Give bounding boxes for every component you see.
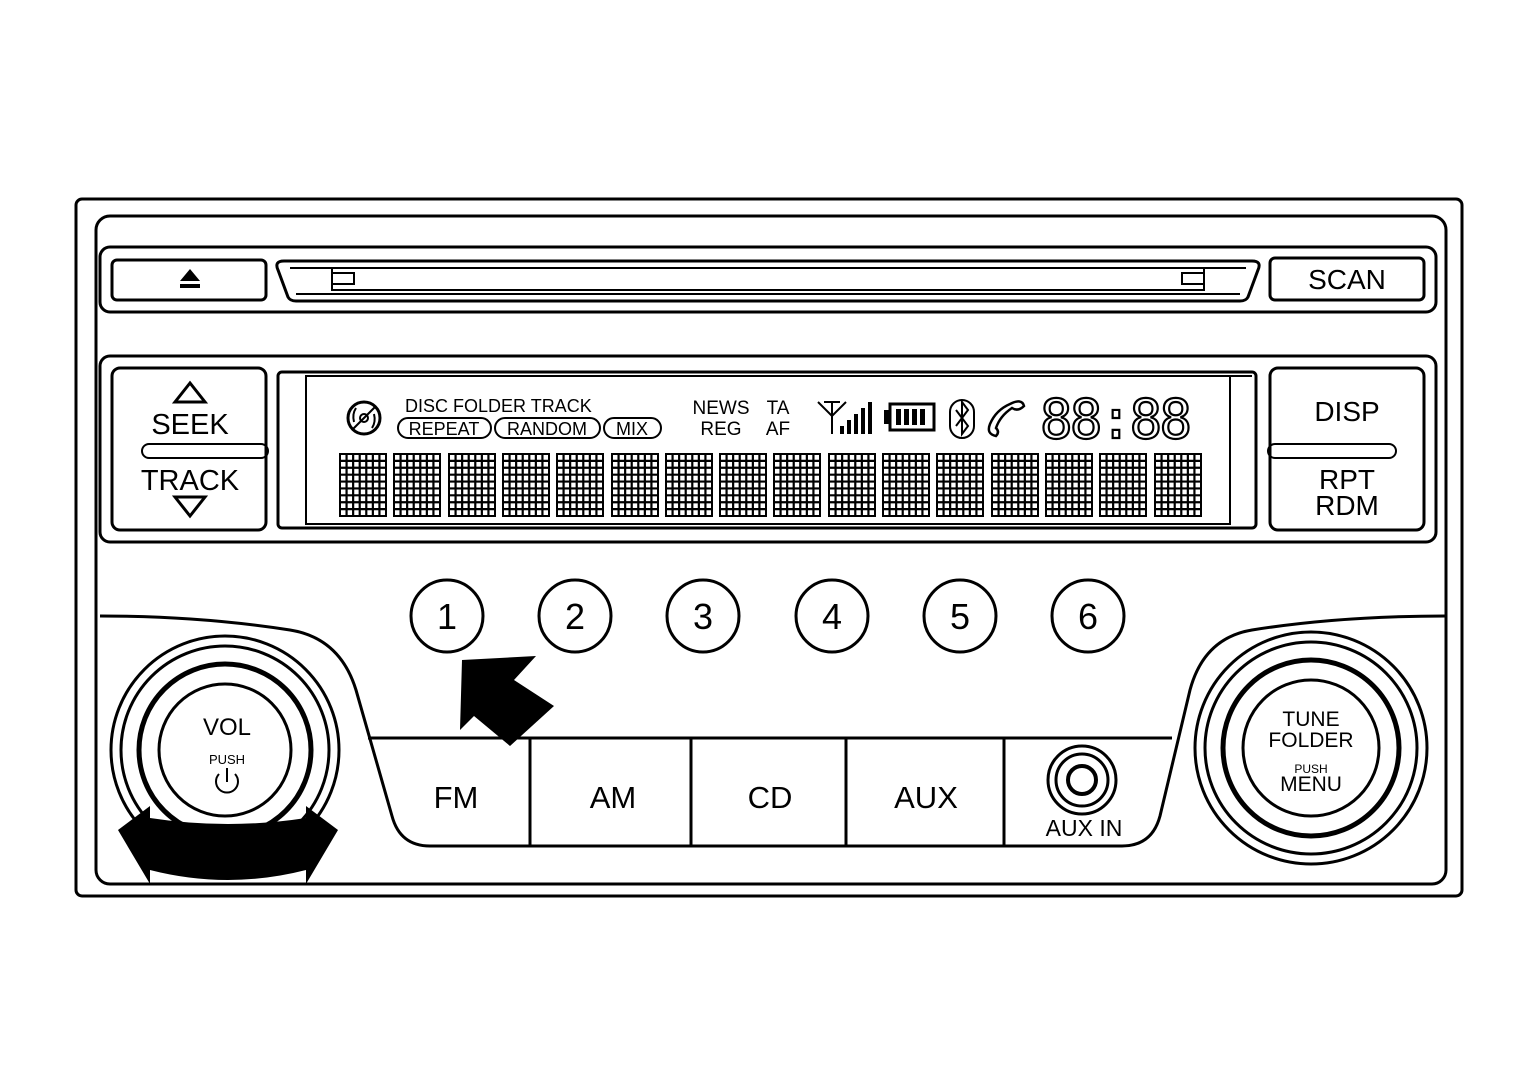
disp-label: DISP [1314, 396, 1379, 427]
source-label: FM [434, 780, 479, 815]
rpt-label: RPT [1319, 464, 1375, 495]
preset-label: 4 [822, 596, 842, 637]
eject-icon [180, 269, 200, 288]
scan-button[interactable]: SCAN [1268, 256, 1426, 302]
rdm-label: RDM [1315, 490, 1379, 521]
callout-arrow-icon [460, 656, 554, 746]
matrix-cell [665, 453, 713, 517]
matrix-cell [611, 453, 659, 517]
aux-in-jack[interactable]: AUX IN [1046, 744, 1123, 841]
volume-rotate-arrow-icon [118, 806, 338, 884]
matrix-cell [502, 453, 550, 517]
phone-icon [987, 400, 1026, 438]
matrix-cell [991, 453, 1039, 517]
disc-folder-track-label: DISC FOLDER TRACK [405, 396, 592, 416]
svg-text:RANDOM: RANDOM [507, 419, 587, 439]
scan-label: SCAN [1308, 264, 1386, 295]
inner-bezel [94, 214, 1448, 886]
menu-label: MENU [1280, 773, 1342, 796]
outer-bezel [74, 197, 1464, 898]
cd-slot[interactable] [275, 259, 1261, 303]
af-indicator: AF [766, 419, 790, 440]
matrix-cell [556, 453, 604, 517]
preset-button-1[interactable]: 1 [409, 578, 485, 654]
preset-label: 1 [437, 596, 457, 637]
seek-track-rocker[interactable]: SEEK TRACK [110, 366, 269, 532]
preset-button-5[interactable]: 5 [922, 578, 998, 654]
track-label: TRACK [141, 465, 240, 497]
random-indicator: RANDOM [494, 417, 601, 439]
svg-text:REPEAT: REPEAT [409, 419, 480, 439]
matrix-cell [339, 453, 387, 517]
lower-panel-outline [99, 614, 1447, 848]
vol-label: VOL [203, 714, 251, 741]
matrix-cell [448, 453, 496, 517]
seek-up-arrow-icon [171, 380, 209, 404]
antenna-signal-icon [817, 401, 872, 434]
matrix-cell [1045, 453, 1093, 517]
track-down-arrow-icon [171, 495, 209, 519]
matrix-cell [773, 453, 821, 517]
source-label: AUX [894, 780, 958, 815]
disc-icon [346, 400, 382, 436]
matrix-cell [1099, 453, 1147, 517]
tune-label: TUNE [1282, 708, 1339, 731]
ta-indicator: TA [767, 398, 790, 419]
matrix-cell [828, 453, 876, 517]
dot-matrix-row [339, 453, 1202, 517]
preset-button-3[interactable]: 3 [665, 578, 741, 654]
aux-in-label: AUX IN [1046, 815, 1123, 841]
disp-rpt-rocker[interactable]: DISP RPT RDM [1267, 366, 1426, 532]
power-icon [215, 768, 239, 794]
clock-display: 88:88 [1040, 388, 1192, 451]
reg-indicator: REG [700, 419, 741, 440]
lcd-display: DISC FOLDER TRACK REPEAT RANDOM MIX NEWS… [276, 370, 1258, 530]
preset-label: 6 [1078, 596, 1098, 637]
battery-icon [884, 402, 936, 432]
preset-button-4[interactable]: 4 [794, 578, 870, 654]
mix-indicator: MIX [603, 417, 662, 439]
tune-push-label: PUSH [1294, 762, 1327, 776]
preset-label: 5 [950, 596, 970, 637]
seek-label: SEEK [151, 409, 229, 441]
svg-text:MIX: MIX [616, 419, 648, 439]
matrix-cell [936, 453, 984, 517]
source-label: CD [748, 780, 793, 815]
fm-button[interactable]: FM [434, 780, 479, 815]
matrix-cell [882, 453, 930, 517]
preset-button-2[interactable]: 2 [537, 578, 613, 654]
middle-row-frame [98, 354, 1438, 544]
news-indicator: NEWS [693, 398, 750, 419]
matrix-cell [719, 453, 767, 517]
eject-button[interactable] [110, 258, 268, 302]
preset-label: 2 [565, 596, 585, 637]
am-button[interactable]: AM [590, 780, 637, 815]
preset-button-6[interactable]: 6 [1050, 578, 1126, 654]
folder-label: FOLDER [1268, 729, 1353, 752]
tune-folder-knob[interactable]: TUNE FOLDER PUSH MENU [1193, 630, 1429, 866]
bluetooth-icon [949, 399, 975, 439]
matrix-cell [393, 453, 441, 517]
aux-button[interactable]: AUX [894, 780, 958, 815]
vol-push-label: PUSH [209, 752, 245, 767]
top-row-frame [98, 245, 1438, 314]
repeat-indicator: REPEAT [397, 417, 492, 439]
matrix-cell [1154, 453, 1202, 517]
source-label: AM [590, 780, 637, 815]
preset-label: 3 [693, 596, 713, 637]
cd-button[interactable]: CD [748, 780, 793, 815]
